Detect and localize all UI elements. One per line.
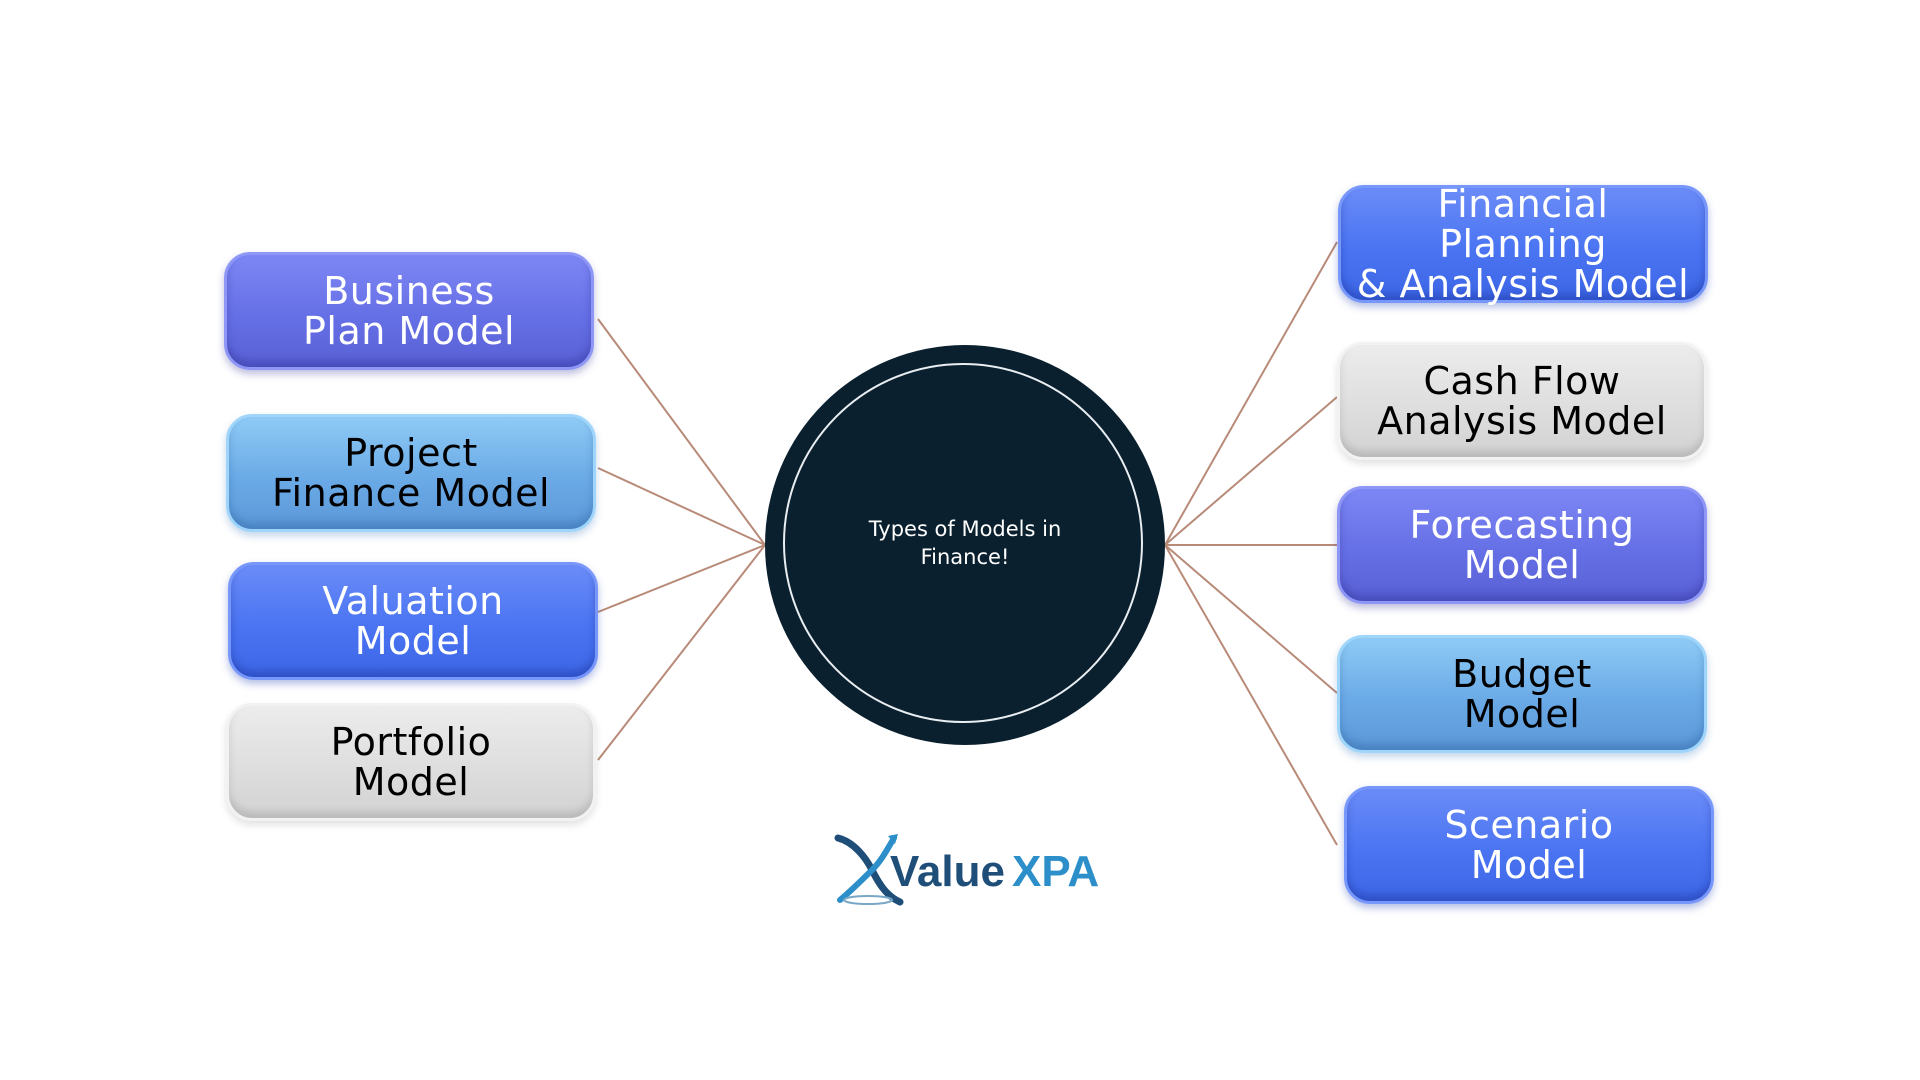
connector-scenario [1164,544,1338,846]
node-label: Valuation Model [322,579,504,663]
node-label: Project Finance Model [271,431,551,515]
node-project-finance-model: Project Finance Model [226,414,596,532]
node-scenario-model: Scenario Model [1344,786,1714,904]
node-financial-planning-analysis-model: Financial Planning & Analysis Model [1338,182,1708,306]
logo-mark-icon [834,834,904,906]
hub-ring [783,363,1143,723]
node-label: Portfolio Model [330,720,492,804]
node-cash-flow-analysis-model: Cash Flow Analysis Model [1337,342,1707,460]
connector-portfolio [597,544,766,761]
connector-valuation [597,544,766,613]
valuexpa-logo: Value XPA [834,834,1099,906]
node-label: Financial Planning & Analysis Model [1356,182,1690,306]
node-label: Business Plan Model [302,269,515,353]
node-portfolio-model: Portfolio Model [226,703,596,821]
connector-project-finance [597,467,766,546]
node-forecasting-model: Forecasting Model [1337,486,1707,604]
logo-text-main: Value [890,847,1005,896]
connector-business-plan [597,318,766,546]
node-valuation-model: Valuation Model [228,562,598,680]
node-budget-model: Budget Model [1337,635,1707,753]
center-hub: Types of Models in Finance! [765,345,1165,745]
connector-fpa [1164,241,1338,546]
connector-budget [1164,544,1338,694]
node-label: Cash Flow Analysis Model [1377,359,1667,443]
node-business-plan-model: Business Plan Model [224,252,594,370]
logo-text-accent: XPA [1012,847,1099,896]
node-label: Forecasting Model [1409,503,1635,587]
node-label: Scenario Model [1444,803,1614,887]
hub-label: Types of Models in Finance! [868,517,1062,569]
connector-cash-flow [1164,396,1338,546]
node-label: Budget Model [1452,652,1592,736]
